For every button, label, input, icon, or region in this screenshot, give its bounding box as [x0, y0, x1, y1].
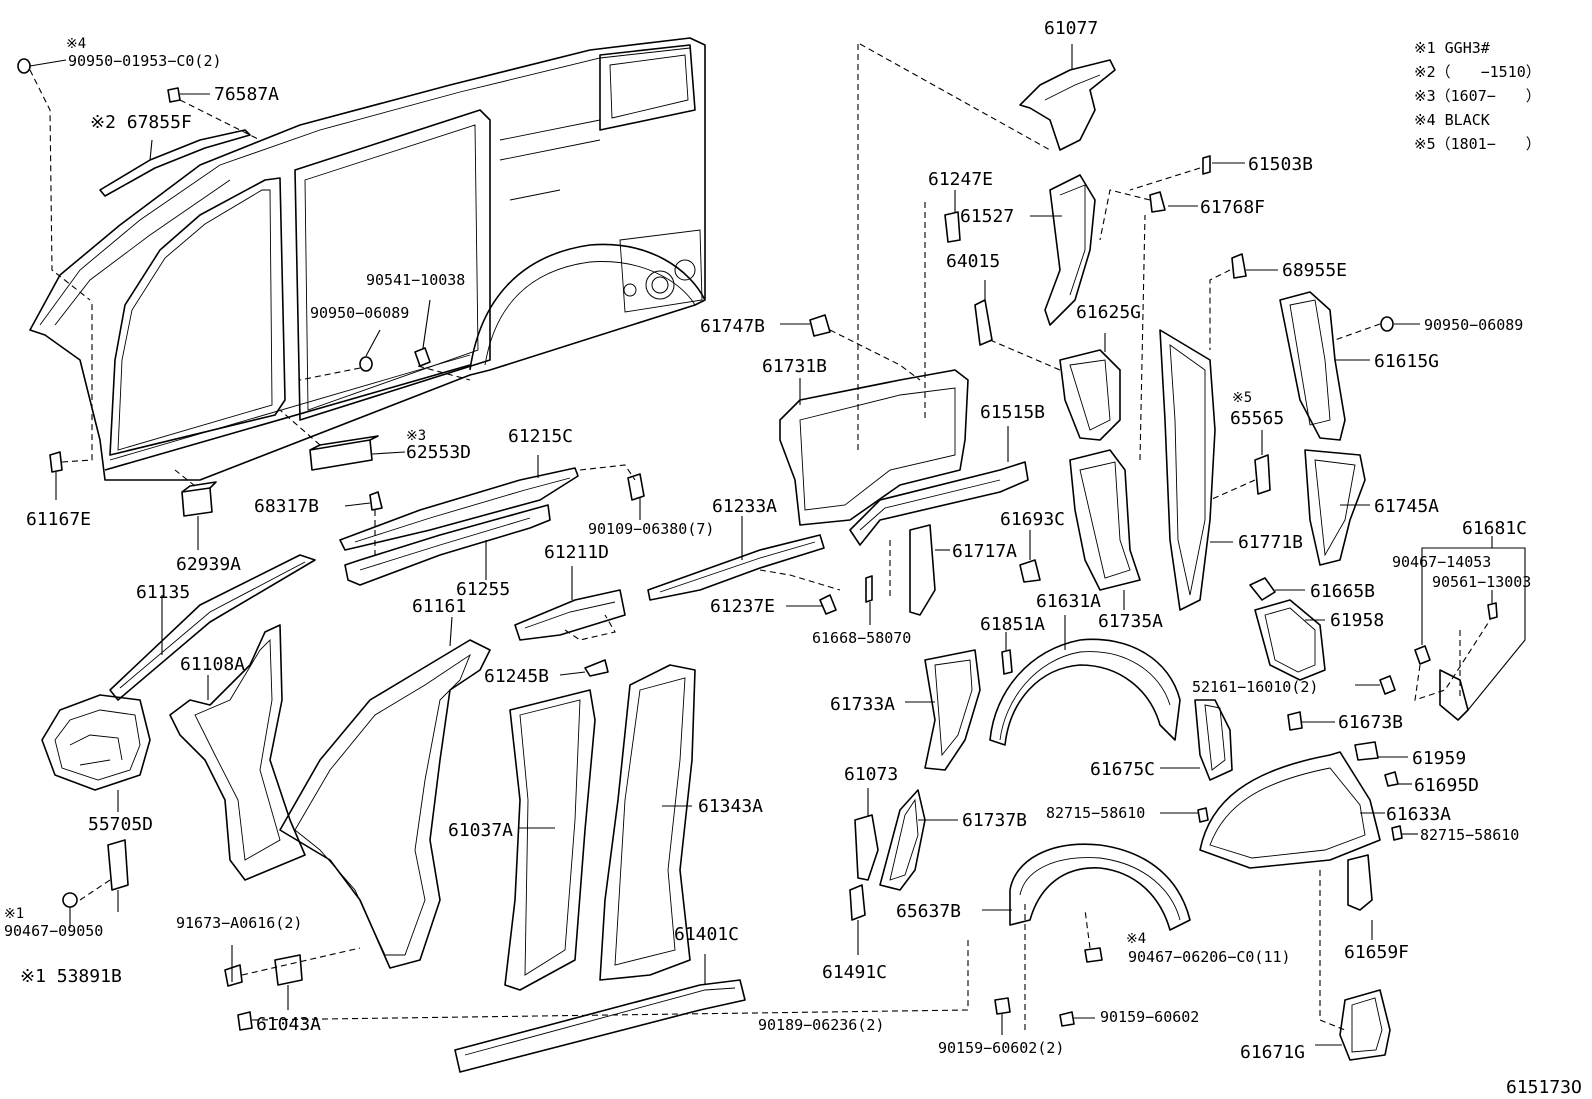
label-part-number: 61768F — [1200, 197, 1265, 218]
label-part-number: 68317B — [254, 496, 319, 517]
label-part-number: 91673−A0616(2) — [176, 914, 302, 932]
body-side-outer-panel — [29, 37, 706, 481]
label-part-number: 61247E — [928, 169, 993, 190]
label-part-number: 61245B — [484, 666, 549, 687]
label-part-number: 61668−58070 — [812, 629, 911, 647]
label-part-number: 61671G — [1240, 1042, 1305, 1063]
label-part-number: 90467−14053 — [1392, 553, 1491, 571]
label-part-number: 61161 — [412, 596, 466, 617]
label-part-number: 61515B — [980, 402, 1045, 423]
label-part-number: 61665B — [1310, 581, 1375, 602]
label-part-number: 61659F — [1344, 942, 1409, 963]
label-part-number: 61673B — [1338, 712, 1403, 733]
note-2: ※2（ −1510） — [1414, 63, 1541, 81]
label-part-number: 61625G — [1076, 302, 1141, 323]
part-labels: ※4 90950−01953−C0(2) 76587A ※2 67855F 90… — [4, 18, 1531, 1063]
roof-side-rails — [339, 455, 645, 586]
label-part-number: 61745A — [1374, 496, 1439, 517]
label-part-number: 90109−06380(7) — [588, 520, 714, 538]
front-pillar-parts — [41, 554, 746, 1073]
label-part-number: 61167E — [26, 509, 91, 530]
label-part-number: 90467−06206−C0(11) — [1128, 948, 1291, 966]
label-part-number: 61733A — [830, 694, 895, 715]
label-mark: ※3 — [406, 428, 426, 444]
label-mark: ※5 — [1232, 390, 1252, 406]
label-part-number: 76587A — [214, 84, 279, 105]
label-part-number: 61737B — [962, 810, 1027, 831]
label-part-number: 61633A — [1386, 804, 1451, 825]
label-part-number: 61215C — [508, 426, 573, 447]
label-part-number: 65565 — [1230, 408, 1284, 429]
label-part-number: 61681C — [1462, 518, 1527, 539]
label-part-number: 61255 — [456, 579, 510, 600]
label-part-number: 90541−10038 — [366, 271, 465, 289]
label-part-number: 90467−09050 — [4, 922, 103, 940]
label-part-number: 61959 — [1412, 748, 1466, 769]
label-part-number: 61717A — [952, 541, 1017, 562]
label-part-number: 90950−06089 — [1424, 316, 1523, 334]
label-part-number: 61675C — [1090, 759, 1155, 780]
label-mark: ※1 — [4, 906, 24, 922]
note-3: ※3（1607− ） — [1414, 87, 1541, 105]
label-part-number: 82715−58610 — [1046, 804, 1145, 822]
label-part-number: 61747B — [700, 316, 765, 337]
label-part-number: 61343A — [698, 796, 763, 817]
label-part-number: ※1 53891B — [20, 966, 122, 987]
label-part-number: 61503B — [1248, 154, 1313, 175]
label-part-number: 61527 — [960, 206, 1014, 227]
label-part-number: 61771B — [1238, 532, 1303, 553]
front-inner-small — [62, 516, 841, 1010]
label-part-number: 61731B — [762, 356, 827, 377]
label-part-number: 90159−60602 — [1100, 1008, 1199, 1026]
label-part-number: 61237E — [710, 596, 775, 617]
label-part-number: 90561−13003 — [1432, 573, 1531, 591]
label-part-number: 61401C — [674, 924, 739, 945]
quarter-inner-parts — [779, 43, 1420, 625]
label-part-number: 61073 — [844, 764, 898, 785]
label-part-number: 61043A — [256, 1014, 321, 1035]
label-part-number: 61037A — [448, 820, 513, 841]
note-5: ※5（1801− ） — [1414, 135, 1541, 153]
note-1: ※1 GGH3# — [1414, 39, 1490, 57]
label-part-number: 61135 — [136, 582, 190, 603]
label-part-number: 68955E — [1282, 260, 1347, 281]
label-part-number: 62553D — [406, 442, 471, 463]
label-part-number: 61735A — [1098, 611, 1163, 632]
label-part-number: 61958 — [1330, 610, 1384, 631]
label-part-number: 90950−06089 — [310, 304, 409, 322]
note-4: ※4 BLACK — [1414, 111, 1490, 129]
label-part-number: 61491C — [822, 962, 887, 983]
label-mark: ※4 — [1126, 931, 1146, 947]
label-part-number: 90159−60602(2) — [938, 1039, 1064, 1057]
label-part-number: 65637B — [896, 901, 961, 922]
label-part-number: 90950−01953−C0(2) — [68, 52, 222, 70]
label-part-number: 61615G — [1374, 351, 1439, 372]
label-part-number: 52161−16010(2) — [1192, 678, 1318, 696]
label-part-number: 90189−06236(2) — [758, 1016, 884, 1034]
notes-legend: ※1 GGH3# ※2（ −1510） ※3（1607− ） ※4 BLACK … — [1414, 39, 1541, 153]
body-side-clips — [17, 58, 471, 550]
label-part-number: 61631A — [1036, 591, 1101, 612]
label-part-number: ※2 67855F — [90, 112, 192, 133]
label-part-number: 61693C — [1000, 509, 1065, 530]
label-part-number: 61695D — [1414, 775, 1479, 796]
label-part-number: 61851A — [980, 614, 1045, 635]
label-part-number: 82715−58610 — [1420, 826, 1519, 844]
label-part-number: 61108A — [180, 654, 245, 675]
label-part-number: 62939A — [176, 554, 241, 575]
label-part-number: 61211D — [544, 542, 609, 563]
label-mark: ※4 — [66, 36, 86, 52]
label-part-number: 61233A — [712, 496, 777, 517]
label-part-number: 61077 — [1044, 18, 1098, 39]
label-part-number: 64015 — [946, 251, 1000, 272]
diagram-code: 615173O — [1506, 1077, 1582, 1098]
wheel-house-parts — [237, 536, 1526, 1061]
label-part-number: 55705D — [88, 814, 153, 835]
